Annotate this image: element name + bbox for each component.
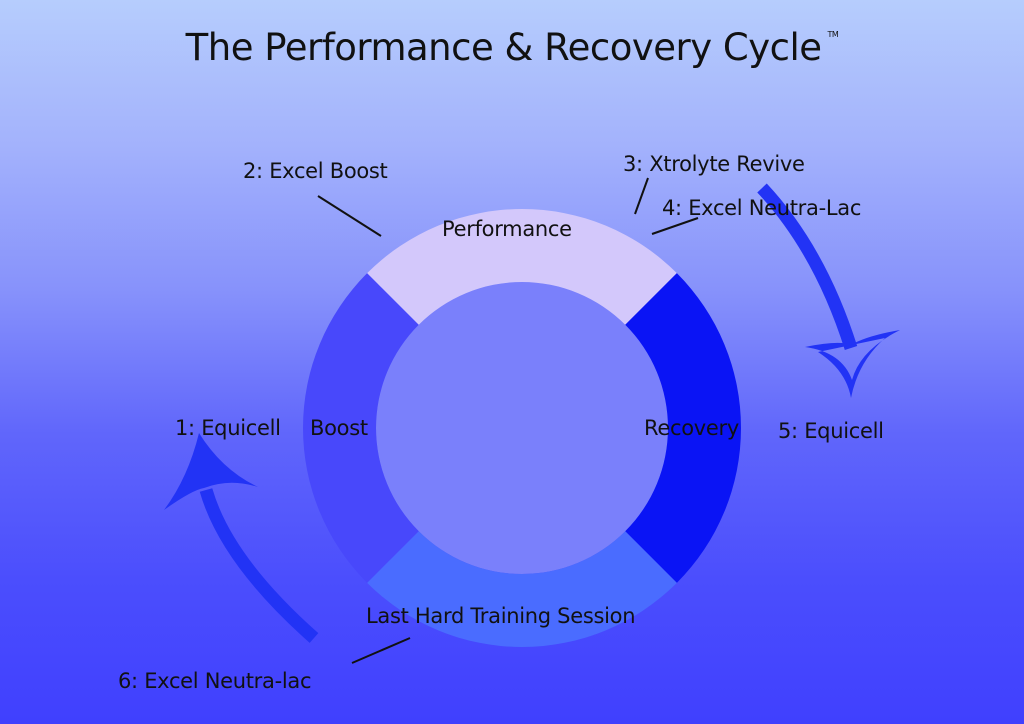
arrow-head — [805, 330, 900, 398]
segment-recovery — [625, 273, 741, 583]
arrow-head — [164, 433, 258, 510]
page-title: The Performance & Recovery Cycle TM — [0, 26, 1024, 69]
step-label-1: 1: Equicell — [175, 416, 281, 440]
arrow-down-right — [757, 183, 900, 398]
step-label-5: 5: Equicell — [778, 419, 884, 443]
inner-circle — [376, 282, 668, 574]
segment-label-boost: Boost — [310, 416, 368, 440]
leader-line-step-4 — [651, 217, 699, 235]
segment-boost — [303, 273, 419, 583]
segment-performance — [367, 209, 677, 325]
segment-training — [367, 531, 677, 647]
trademark-mark: TM — [827, 30, 839, 39]
arrow-shaft — [199, 488, 319, 643]
segment-label-performance: Performance — [442, 217, 572, 241]
segment-label-recovery: Recovery — [644, 416, 739, 440]
leader-line-step-3 — [634, 177, 649, 215]
step-label-4: 4: Excel Neutra-Lac — [662, 196, 862, 220]
segment-label-training: Last Hard Training Session — [366, 604, 636, 628]
leader-line-step-6 — [351, 637, 411, 664]
arrow-shaft — [757, 183, 858, 350]
step-label-6: 6: Excel Neutra-lac — [118, 669, 312, 693]
step-label-3: 3: Xtrolyte Revive — [623, 152, 805, 176]
title-text: The Performance & Recovery Cycle — [185, 26, 822, 69]
arrow-up-left — [164, 433, 319, 643]
leader-line-step-2 — [317, 195, 382, 237]
step-label-2: 2: Excel Boost — [243, 159, 388, 183]
